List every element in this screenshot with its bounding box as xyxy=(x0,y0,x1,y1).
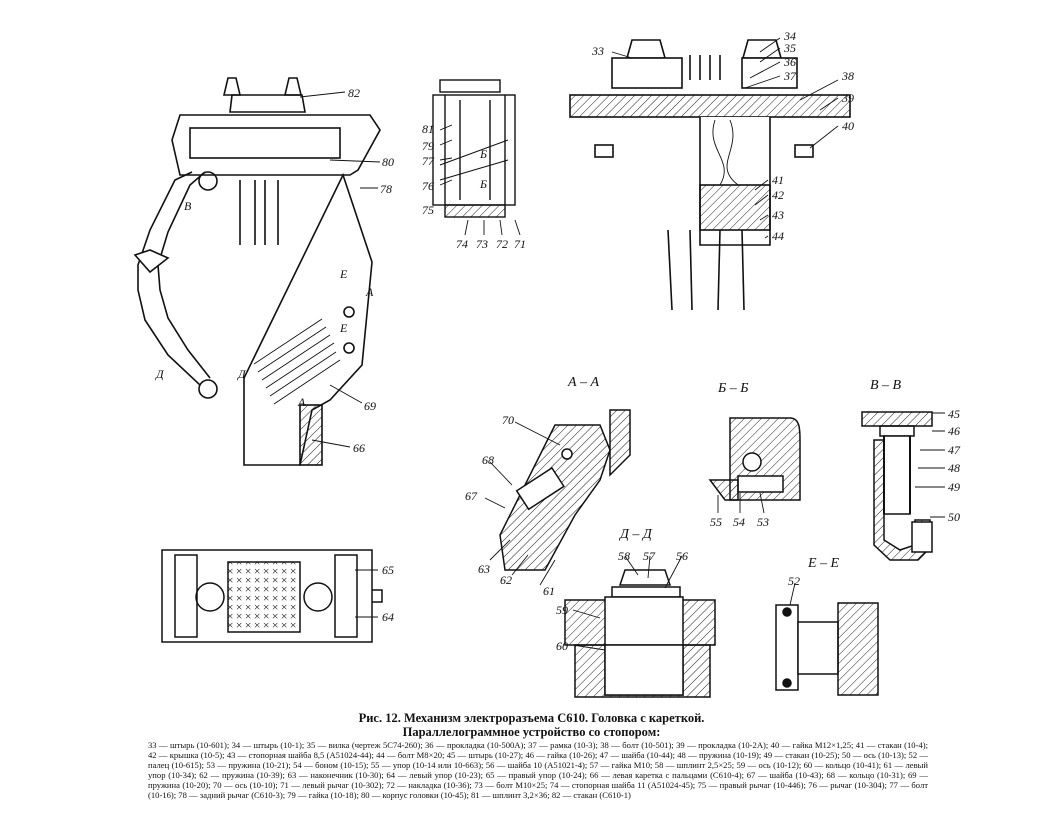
callout-54: 54 xyxy=(733,515,745,529)
callout-66: 66 xyxy=(353,441,365,455)
technical-drawing: × xyxy=(133,29,961,698)
figure-subtitle: Параллелограммное устройство со стопором… xyxy=(402,725,661,739)
section-ee-view xyxy=(775,602,879,696)
callout-33: 33 xyxy=(591,44,604,58)
callout-71: 71 xyxy=(514,237,526,251)
section-marks: В А А Е Е Д Д Б Б xyxy=(155,147,487,409)
lever-side-view xyxy=(432,79,516,218)
callout-48: 48 xyxy=(948,461,960,475)
callout-60: 60 xyxy=(556,639,568,653)
callout-52: 52 xyxy=(788,574,800,588)
carriage-plan-view xyxy=(161,549,383,643)
figure-caption: Рис. 12. Механизм электроразъема С610. Г… xyxy=(0,711,1063,739)
callout-34: 34 xyxy=(783,29,796,43)
leader-lines xyxy=(299,37,945,651)
mark-d1: Д xyxy=(155,367,165,381)
mark-d2: Д xyxy=(237,367,247,381)
section-title-aa: А – А xyxy=(567,375,600,390)
callout-75: 75 xyxy=(422,203,434,217)
callout-43: 43 xyxy=(772,208,784,222)
callout-68: 68 xyxy=(482,453,494,467)
callout-58: 58 xyxy=(618,549,630,563)
mark-e2: Е xyxy=(339,321,348,335)
mark-a2: А xyxy=(297,395,306,409)
callout-57: 57 xyxy=(643,549,656,563)
callout-42: 42 xyxy=(772,188,784,202)
callout-40: 40 xyxy=(842,119,854,133)
callout-44: 44 xyxy=(772,229,784,243)
callout-35: 35 xyxy=(783,41,796,55)
callout-64: 64 xyxy=(382,610,394,624)
parts-legend: 33 — штырь (10-601); 34 — штырь (10-1); … xyxy=(148,740,928,801)
callout-45: 45 xyxy=(948,407,960,421)
mark-b2: Б xyxy=(479,177,487,191)
callout-50: 50 xyxy=(948,510,960,524)
callout-82: 82 xyxy=(348,86,360,100)
callout-62: 62 xyxy=(500,573,512,587)
callout-78: 78 xyxy=(380,182,392,196)
callout-69: 69 xyxy=(364,399,376,413)
callout-65: 65 xyxy=(382,563,394,577)
mark-a1: А xyxy=(365,285,374,299)
callout-53: 53 xyxy=(757,515,769,529)
callout-38: 38 xyxy=(841,69,854,83)
callout-labels: 82 80 78 69 66 81 79 77 76 75 74 73 72 7… xyxy=(348,29,961,653)
callout-47: 47 xyxy=(948,443,961,457)
callout-59: 59 xyxy=(556,603,568,617)
callout-77: 77 xyxy=(422,154,435,168)
section-vv-view xyxy=(861,411,933,561)
callout-80: 80 xyxy=(382,155,394,169)
mark-v: В xyxy=(184,199,192,213)
callout-46: 46 xyxy=(948,424,960,438)
callout-56: 56 xyxy=(676,549,688,563)
callout-36: 36 xyxy=(783,55,796,69)
mark-b1: Б xyxy=(479,147,487,161)
callout-63: 63 xyxy=(478,562,490,576)
callout-49: 49 xyxy=(948,480,960,494)
section-aa-view xyxy=(499,409,631,571)
section-title-dd: Д – Д xyxy=(618,527,653,542)
callout-37: 37 xyxy=(783,69,797,83)
head-assembly-view xyxy=(133,77,381,466)
callout-73: 73 xyxy=(476,237,488,251)
legend-text: 33 — штырь (10-601); 34 — штырь (10-1); … xyxy=(148,740,928,801)
section-titles: А – А Б – Б В – В Д – Д Е – Е xyxy=(567,375,902,571)
section-bb-view xyxy=(708,417,801,501)
figure-title: Рис. 12. Механизм электроразъема С610. Г… xyxy=(358,711,705,725)
connector-section-view xyxy=(569,39,851,311)
section-title-vv: В – В xyxy=(870,378,902,393)
callout-81: 81 xyxy=(422,122,434,136)
callout-39: 39 xyxy=(841,91,854,105)
mark-e1: Е xyxy=(339,267,348,281)
callout-55: 55 xyxy=(710,515,722,529)
callout-41: 41 xyxy=(772,173,784,187)
callout-67: 67 xyxy=(465,489,478,503)
section-title-bb: Б – Б xyxy=(717,381,749,396)
callout-72: 72 xyxy=(496,237,508,251)
callout-79: 79 xyxy=(422,139,434,153)
section-title-ee: Е – Е xyxy=(807,556,840,571)
section-dd-view xyxy=(564,569,716,698)
callout-74: 74 xyxy=(456,237,468,251)
callout-61: 61 xyxy=(543,584,555,598)
callout-76: 76 xyxy=(422,179,434,193)
callout-70: 70 xyxy=(502,413,514,427)
